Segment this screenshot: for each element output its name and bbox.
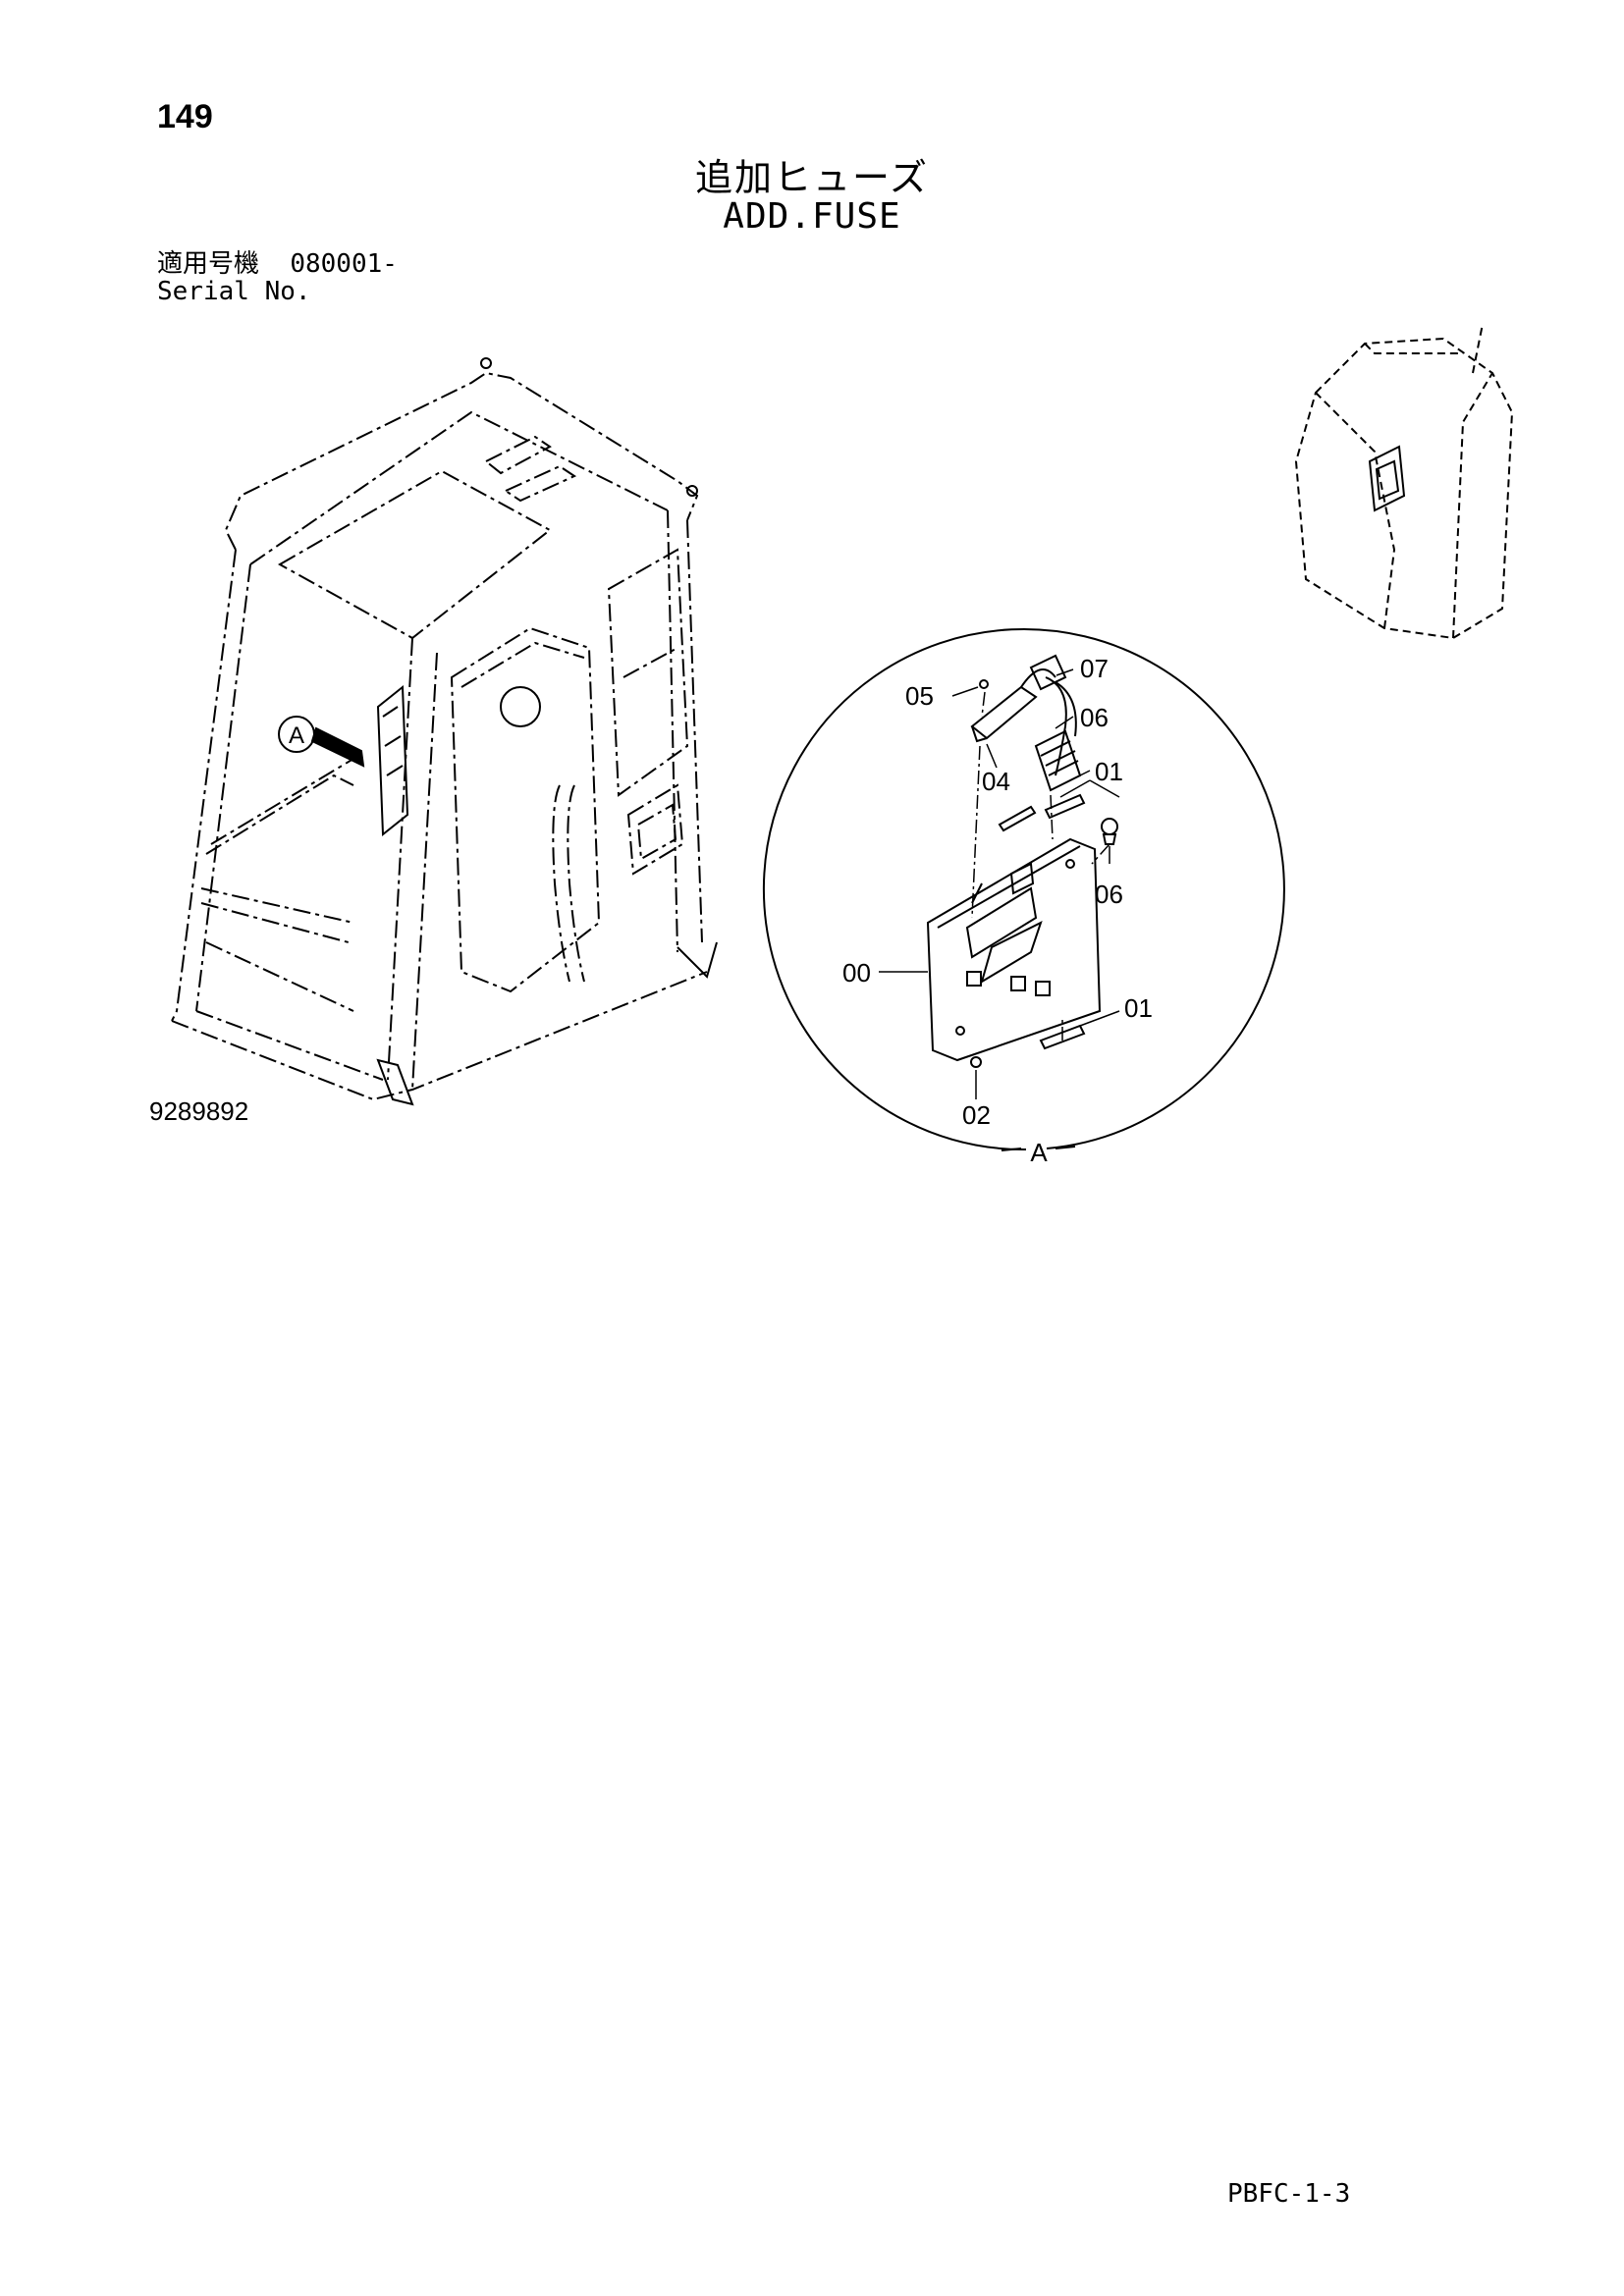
spare-fuse-bottom xyxy=(1039,1024,1086,1050)
footer-code: PBFC-1-3 xyxy=(1227,2179,1351,2209)
page-number: 149 xyxy=(157,98,213,135)
fuse-bracket-plate xyxy=(926,837,1102,1062)
cab-solid-details xyxy=(376,357,718,1106)
screws xyxy=(970,679,989,1068)
callout-01-bottom: 01 xyxy=(1124,993,1153,1023)
mounting-nut xyxy=(1101,818,1118,845)
page-title-jp: 追加ヒューズ xyxy=(694,156,930,199)
leader-lines xyxy=(879,668,1120,1099)
callout-04: 04 xyxy=(982,767,1010,796)
serial-number-block: 適用号機 080001- Serial No. xyxy=(157,250,398,305)
detail-a-circle xyxy=(762,628,1285,1151)
orientation-sketch-fuse-box xyxy=(1368,445,1406,512)
spare-fuses-top xyxy=(998,793,1086,832)
drawing-number: 9289892 xyxy=(149,1096,249,1126)
serial-label-en: Serial No. xyxy=(157,277,311,306)
detail-a-label: A xyxy=(1030,1138,1048,1167)
assembly-lines xyxy=(971,691,1110,1041)
callout-01-top: 01 xyxy=(1095,757,1123,786)
page-title-en: ADD.FUSE xyxy=(723,196,901,237)
cab-frame-illustration xyxy=(171,371,708,1101)
callout-07: 07 xyxy=(1080,654,1109,683)
serial-label-jp: 適用号機 xyxy=(157,249,260,279)
callout-05: 05 xyxy=(905,681,934,711)
view-a-marker xyxy=(278,716,365,768)
connector-block xyxy=(1029,654,1077,776)
callout-06-top: 06 xyxy=(1080,703,1109,732)
callout-06-mid: 06 xyxy=(1095,880,1123,909)
callout-00: 00 xyxy=(842,958,871,988)
serial-value: 080001- xyxy=(290,249,398,279)
orientation-sketch xyxy=(1294,323,1514,640)
callout-02: 02 xyxy=(962,1100,991,1130)
fuse-holder xyxy=(970,668,1056,743)
view-a-label: A xyxy=(289,722,304,749)
